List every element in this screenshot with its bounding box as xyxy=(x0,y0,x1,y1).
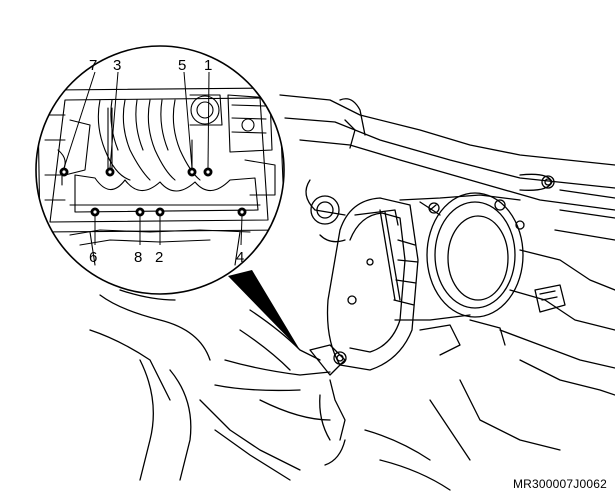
callout-8: 8 xyxy=(134,249,142,266)
callout-4: 4 xyxy=(236,249,244,266)
callout-leaders xyxy=(63,71,243,246)
callout-7: 7 xyxy=(89,57,97,74)
callout-5: 5 xyxy=(178,57,186,74)
callout-6: 6 xyxy=(89,249,97,266)
callout-labels: 7 3 5 1 6 8 2 4 xyxy=(89,57,244,266)
detail-circle-outline xyxy=(35,45,285,295)
callout-3: 3 xyxy=(113,57,121,74)
callout-2: 2 xyxy=(155,249,163,266)
callout-1: 1 xyxy=(204,57,212,74)
engine-bay-artwork xyxy=(89,94,615,491)
leader-pointer xyxy=(228,270,300,350)
figure-code: MR300007J0062 xyxy=(512,477,607,491)
